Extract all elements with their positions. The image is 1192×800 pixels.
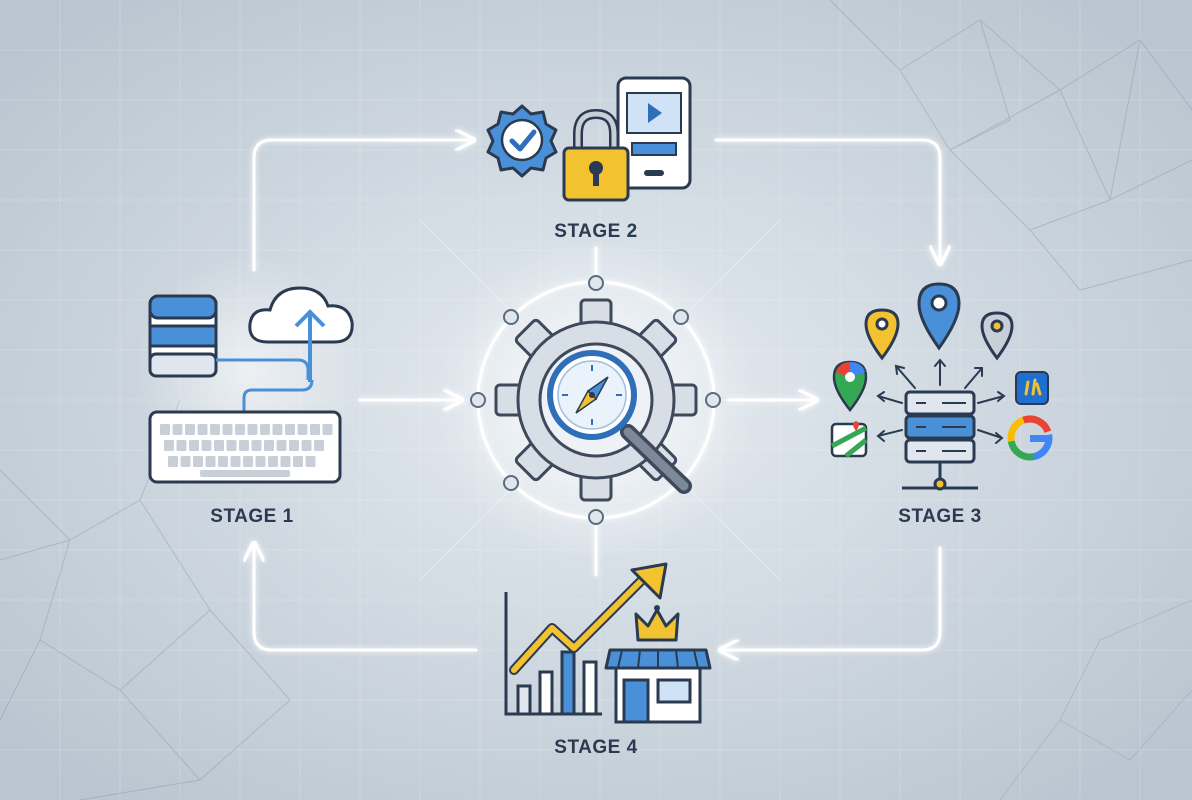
arrow-stage4-to-stage1 [254, 545, 478, 652]
verified-badge-icon [486, 104, 558, 178]
keyboard-key [235, 424, 245, 435]
keyboard-key [222, 424, 233, 435]
keyboard-key [280, 456, 291, 467]
mobile-video-icon [616, 76, 692, 190]
keyboard-key [230, 456, 241, 467]
arrow-stage2-to-stage3 [714, 138, 940, 262]
keyboard-key [193, 456, 203, 467]
keyboard-key [305, 456, 316, 467]
growth-chart-icon [504, 562, 668, 716]
map-pin-icon [917, 282, 961, 351]
magnifier-icon [620, 424, 692, 494]
keyboard-key [314, 440, 324, 451]
app-icon [1015, 371, 1049, 405]
keyboard-key [251, 440, 262, 451]
keyboard-key [264, 440, 274, 451]
keyboard-key [205, 456, 216, 467]
keyboard-key [239, 440, 249, 451]
keyboard-key [180, 456, 191, 467]
stage2-label: STAGE 2 [554, 221, 638, 242]
keyboard-key [255, 456, 266, 467]
map-pin-gray-icon [980, 311, 1014, 361]
keyboard-key [272, 424, 283, 435]
keyboard-keys [160, 424, 333, 477]
keyboard-key [293, 456, 303, 467]
stage2-group [486, 76, 692, 202]
server-icon [902, 390, 978, 491]
cloud-upload-icon [248, 286, 354, 382]
google-maps-tile-icon [830, 421, 868, 458]
storefront-icon [604, 648, 712, 724]
stage4-group [504, 562, 712, 724]
server-arrows [876, 358, 1006, 444]
cable-line [216, 358, 310, 380]
keyboard-key [243, 456, 253, 467]
keyboard-key [322, 424, 333, 435]
keyboard-key [168, 456, 178, 467]
stage4-label: STAGE 4 [554, 737, 638, 758]
compass-icon [547, 350, 637, 440]
crown-icon [634, 605, 680, 642]
keyboard-key [185, 424, 195, 435]
network-decoration-top-right [829, 0, 1192, 291]
keyboard-key [276, 440, 287, 451]
keyboard-key [218, 456, 228, 467]
keyboard-key [214, 440, 224, 451]
google-maps-icon [832, 360, 868, 413]
network-decoration-bottom-right [999, 599, 1192, 800]
keyboard-key [189, 440, 199, 451]
map-pin-yellow-icon [864, 308, 900, 361]
keyboard-key [268, 456, 278, 467]
keyboard-key [310, 424, 320, 435]
cable-line-2 [242, 379, 314, 412]
stage3-group [830, 282, 1053, 491]
keyboard-spacebar [200, 470, 290, 477]
keyboard-key [210, 424, 220, 435]
arrow-stage1-to-stage2 [252, 140, 472, 272]
keyboard-key [160, 424, 170, 435]
stage3-label: STAGE 3 [898, 506, 982, 527]
keyboard-key [164, 440, 174, 451]
padlock-icon [562, 108, 630, 202]
keyboard-key [172, 424, 183, 435]
keyboard-key [226, 440, 237, 451]
database-icon [148, 294, 218, 378]
keyboard-key [176, 440, 187, 451]
keyboard-key [260, 424, 270, 435]
keyboard-key [247, 424, 258, 435]
keyboard-icon [148, 410, 342, 484]
arrow-stage3-to-stage4 [722, 546, 942, 650]
center-hub [436, 240, 756, 560]
keyboard-key [301, 440, 312, 451]
stage1-group [135, 255, 365, 485]
keyboard-key [197, 424, 208, 435]
keyboard-key [297, 424, 308, 435]
stage1-label: STAGE 1 [210, 506, 294, 527]
keyboard-key [285, 424, 295, 435]
keyboard-key [289, 440, 299, 451]
keyboard-key [201, 440, 212, 451]
